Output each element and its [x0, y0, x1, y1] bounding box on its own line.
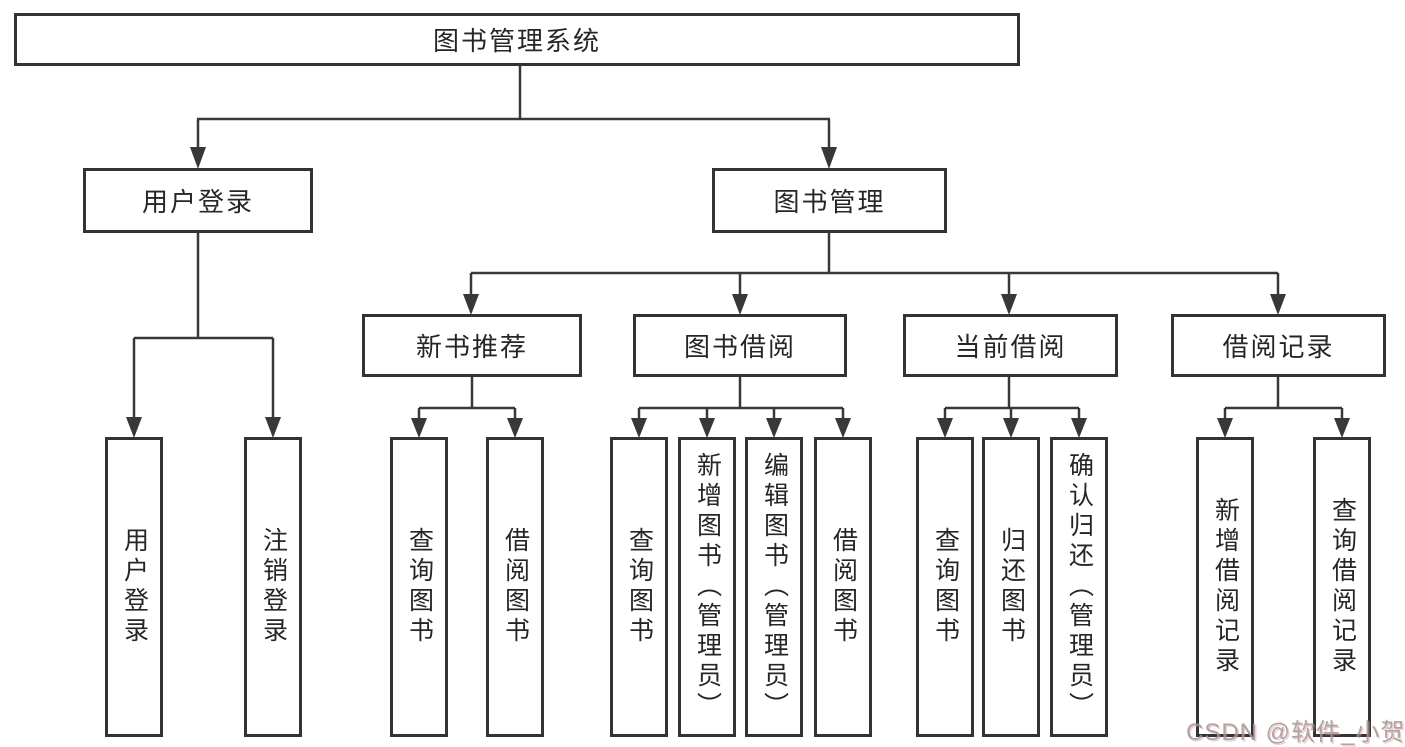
leaf-query-books-borrow-label: 查询图书	[625, 527, 654, 647]
leaf-edit-books-admin-label: 编辑图书（管理员）	[760, 452, 789, 722]
leaf-user-login: 用户登录	[105, 437, 163, 737]
leaf-user-login-label: 用户登录	[120, 527, 149, 647]
node-borrow-records: 借阅记录	[1171, 314, 1386, 377]
leaf-add-books-admin: 新增图书（管理员）	[678, 437, 736, 737]
node-current-borrow: 当前借阅	[903, 314, 1118, 377]
leaf-borrow-books-label: 借阅图书	[829, 527, 858, 647]
node-root: 图书管理系统	[14, 13, 1020, 66]
leaf-query-books-current: 查询图书	[916, 437, 974, 737]
node-current-borrow-label: 当前借阅	[954, 332, 1067, 362]
leaf-borrow-books: 借阅图书	[814, 437, 872, 737]
leaf-borrow-books-recommend: 借阅图书	[486, 437, 544, 737]
node-book-management: 图书管理	[712, 168, 947, 233]
leaf-add-borrow-record-label: 新增借阅记录	[1211, 497, 1240, 677]
leaf-query-borrow-record-label: 查询借阅记录	[1328, 497, 1357, 677]
node-book-borrow-label: 图书借阅	[683, 332, 796, 362]
leaf-add-borrow-record: 新增借阅记录	[1196, 437, 1254, 737]
node-new-book-recommend: 新书推荐	[362, 314, 582, 377]
leaf-query-borrow-record: 查询借阅记录	[1313, 437, 1371, 737]
leaf-return-books: 归还图书	[982, 437, 1040, 737]
node-root-label: 图书管理系统	[432, 26, 601, 56]
leaf-confirm-return-admin: 确认归还（管理员）	[1050, 437, 1108, 737]
leaf-query-books-borrow: 查询图书	[610, 437, 668, 737]
node-book-management-label: 图书管理	[773, 187, 886, 217]
leaf-add-books-admin-label: 新增图书（管理员）	[693, 452, 722, 722]
leaf-borrow-books-recommend-label: 借阅图书	[501, 527, 530, 647]
leaf-query-books-current-label: 查询图书	[931, 527, 960, 647]
leaf-confirm-return-admin-label: 确认归还（管理员）	[1065, 452, 1094, 722]
node-user-login: 用户登录	[83, 168, 313, 233]
leaf-edit-books-admin: 编辑图书（管理员）	[745, 437, 803, 737]
node-book-borrow: 图书借阅	[633, 314, 847, 377]
leaf-logout-label: 注销登录	[259, 527, 288, 647]
leaf-logout: 注销登录	[244, 437, 302, 737]
node-user-login-label: 用户登录	[141, 187, 254, 217]
node-borrow-records-label: 借阅记录	[1222, 332, 1335, 362]
leaf-query-books-recommend: 查询图书	[390, 437, 448, 737]
node-new-book-recommend-label: 新书推荐	[415, 332, 528, 362]
leaf-return-books-label: 归还图书	[997, 527, 1026, 647]
leaf-query-books-recommend-label: 查询图书	[405, 527, 434, 647]
